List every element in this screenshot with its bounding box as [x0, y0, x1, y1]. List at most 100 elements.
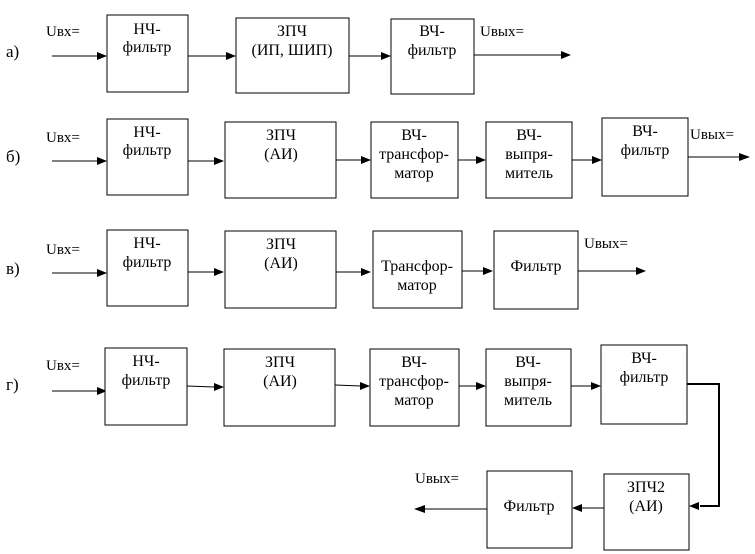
- row-a-input-arrowhead: [97, 52, 107, 60]
- row-b-block4-line1: ВЧ-: [516, 127, 542, 144]
- row-d-block5-line1: ВЧ-: [631, 350, 657, 367]
- row-c-block4-line1: Фильтр: [510, 258, 561, 275]
- row-c-filter-block: [493, 230, 579, 310]
- row-b-block1-line1: НЧ-: [133, 124, 160, 141]
- row-c-label: в): [6, 259, 20, 278]
- row-c-input-label: Uвх=: [46, 242, 80, 258]
- row-a-label: а): [6, 42, 19, 61]
- row-d-hf-transformer-block: [369, 348, 460, 427]
- row-c-lf-filter-block: [106, 229, 189, 307]
- row-a-block3-line1: ВЧ-: [419, 23, 445, 40]
- row-b-block1-line2: фильтр: [123, 142, 172, 159]
- row-b-input-label: Uвх=: [46, 130, 80, 146]
- row-a-block2-line1: ЗПЧ: [277, 23, 307, 40]
- row-c-block1-line1: НЧ-: [133, 235, 160, 252]
- row-c-output-label: Uвых=: [584, 236, 628, 252]
- row-d-block3-line3: матор: [394, 392, 433, 409]
- row-b-zpch-block: [224, 121, 337, 199]
- row-c-output-arrowhead: [636, 267, 646, 275]
- row-d-zpch2-block: [603, 473, 690, 551]
- row-c-arrowhead-1: [214, 268, 224, 276]
- row-c-block2-line1: ЗПЧ: [266, 236, 296, 253]
- row-d-arrowhead-4: [591, 382, 601, 390]
- row-b-block3-line1: ВЧ-: [401, 127, 427, 144]
- row-d-block7-line1: Фильтр: [503, 498, 554, 515]
- row-a-block2-line2: (ИП, ШИП): [251, 42, 332, 59]
- row-a-arrowhead-1: [226, 52, 236, 60]
- row-b: б) Uвх= Uвых= НЧ- фильтр ЗПЧ (АИ) ВЧ- тр…: [6, 117, 750, 199]
- row-b-block4-line2: выпря-: [505, 146, 553, 163]
- row-d-arrowhead-2: [360, 382, 370, 390]
- row-c-block3-line1: Трансфор-: [381, 258, 453, 275]
- row-a-arrowhead-2: [381, 52, 391, 60]
- row-b-input-arrowhead: [97, 157, 107, 165]
- row-b-arrowhead-4: [592, 156, 602, 164]
- row-d-output-label: Uвых=: [415, 471, 459, 487]
- row-b-block2-line2: (АИ): [264, 146, 298, 163]
- row-c: в) Uвх= Uвых= НЧ- фильтр ЗПЧ (АИ) Трансф…: [6, 229, 646, 310]
- row-d-block6-line2: (АИ): [629, 498, 663, 515]
- row-b-arrowhead-2: [361, 156, 371, 164]
- row-c-transformer-block: [372, 230, 463, 309]
- row-c-block3-line2: матор: [397, 277, 436, 294]
- row-a-hf-filter-block: [390, 18, 475, 95]
- row-d-block3-line1: ВЧ-: [401, 354, 427, 371]
- row-c-block2-line2: (АИ): [264, 255, 298, 272]
- row-a: а) Uвх= Uвых= НЧ- фильтр ЗПЧ (ИП, ШИП) В…: [6, 14, 571, 95]
- row-d-filter-block: [486, 470, 573, 549]
- row-d-arrowhead-6: [572, 504, 582, 512]
- row-c-arrowhead-3: [483, 267, 493, 275]
- row-d: г) Uвх= Uвых= НЧ- фильтр ЗПЧ (АИ) ВЧ- тр…: [6, 344, 720, 551]
- row-b-block4-line3: митель: [505, 165, 553, 182]
- row-a-block3-line2: фильтр: [408, 42, 457, 59]
- row-a-zpch-block: [235, 17, 350, 94]
- row-d-block4-line2: выпря-: [504, 373, 552, 390]
- row-b-block5-line2: фильтр: [621, 142, 670, 159]
- row-a-block1-line2: фильтр: [123, 39, 172, 56]
- row-d-block6-line1: ЗПЧ2: [627, 479, 665, 496]
- row-b-arrowhead-3: [476, 156, 486, 164]
- row-c-arrowhead-2: [361, 268, 371, 276]
- row-d-hf-rectifier-block: [485, 348, 572, 427]
- row-a-output-label: Uвых=: [480, 24, 524, 40]
- row-b-block2-line1: ЗПЧ: [266, 127, 296, 144]
- row-c-input-arrowhead: [97, 269, 107, 277]
- row-d-label: г): [6, 375, 19, 394]
- row-d-arrowhead-1: [214, 383, 224, 391]
- row-a-block1-line1: НЧ-: [133, 21, 160, 38]
- row-d-arrowhead-3: [476, 382, 486, 390]
- row-d-block2-line1: ЗПЧ: [265, 354, 295, 371]
- row-c-zpch-block: [224, 230, 337, 309]
- row-d-block3-line2: трансфор-: [379, 373, 449, 390]
- row-b-output-arrowhead: [739, 153, 750, 161]
- row-d-block5-line2: фильтр: [620, 369, 669, 386]
- row-a-output-arrowhead: [561, 51, 571, 59]
- row-d-input-arrowhead: [97, 387, 107, 395]
- row-d-block1-line1: НЧ-: [132, 353, 159, 370]
- row-d-block2-line2: (АИ): [263, 373, 297, 390]
- row-b-hf-filter-block: [601, 117, 689, 197]
- row-a-input-label: Uвх=: [46, 24, 80, 40]
- row-b-block3-line3: матор: [394, 165, 433, 182]
- row-d-return-arrowhead: [689, 502, 699, 510]
- row-d-wire-1: [186, 385, 215, 388]
- row-d-block4-line1: ВЧ-: [515, 354, 541, 371]
- row-a-lf-filter-block: [106, 14, 189, 93]
- row-d-zpch-block: [223, 348, 336, 427]
- row-b-hf-rectifier-block: [485, 121, 573, 199]
- row-b-block5-line1: ВЧ-: [632, 123, 658, 140]
- row-d-output-arrowhead: [414, 505, 425, 513]
- row-d-block1-line2: фильтр: [122, 372, 171, 389]
- row-b-label: б): [6, 147, 20, 166]
- row-b-hf-transformer-block: [370, 121, 459, 199]
- row-b-lf-filter-block: [106, 118, 189, 196]
- row-d-input-label: Uвх=: [46, 358, 80, 374]
- row-d-wire-2: [334, 384, 362, 387]
- row-c-block1-line2: фильтр: [123, 254, 172, 271]
- row-b-arrowhead-1: [214, 157, 224, 165]
- row-b-block3-line2: трансфор-: [379, 146, 449, 163]
- row-d-return-wire: [687, 383, 720, 507]
- row-d-block4-line3: митель: [504, 392, 552, 409]
- row-b-output-label: Uвых=: [690, 127, 734, 143]
